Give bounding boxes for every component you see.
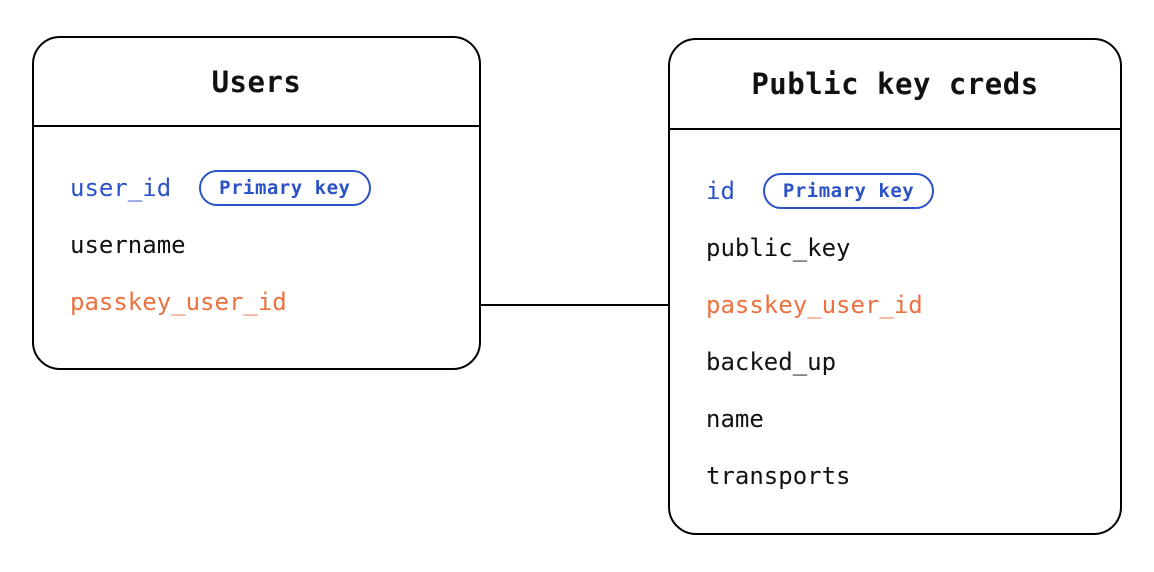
table-title-users: Users: [34, 38, 479, 127]
field-row-public-key: public_key: [706, 219, 1120, 276]
field-name-name: name: [706, 404, 764, 433]
field-name-username: username: [70, 230, 186, 259]
table-fields-users: user_id Primary key username passkey_use…: [34, 127, 479, 330]
field-name-id: id: [706, 176, 735, 205]
primary-key-badge: Primary key: [762, 172, 935, 209]
field-name-public-key: public_key: [706, 233, 851, 262]
field-name-backed-up: backed_up: [706, 347, 837, 376]
field-row-name: name: [706, 390, 1120, 447]
table-card-users: Users user_id Primary key username passk…: [32, 36, 481, 370]
field-row-passkey-user-id: passkey_user_id: [706, 276, 1120, 333]
field-name-user-id: user_id: [70, 173, 172, 202]
field-row-passkey-user-id: passkey_user_id: [70, 273, 479, 330]
primary-key-badge: Primary key: [199, 169, 371, 206]
table-fields-public-key-creds: id Primary key public_key passkey_user_i…: [670, 130, 1120, 504]
field-row-username: username: [70, 216, 479, 273]
field-row-id: id Primary key: [706, 162, 1120, 219]
relationship-connector-line: [479, 304, 670, 306]
field-row-user-id: user_id Primary key: [70, 159, 479, 216]
field-row-transports: transports: [706, 447, 1120, 504]
table-title-public-key-creds: Public key creds: [670, 40, 1120, 130]
field-name-passkey-user-id: passkey_user_id: [70, 287, 287, 316]
table-card-public-key-creds: Public key creds id Primary key public_k…: [668, 38, 1122, 535]
field-name-passkey-user-id: passkey_user_id: [706, 290, 923, 319]
field-name-transports: transports: [706, 461, 851, 490]
field-row-backed-up: backed_up: [706, 333, 1120, 390]
